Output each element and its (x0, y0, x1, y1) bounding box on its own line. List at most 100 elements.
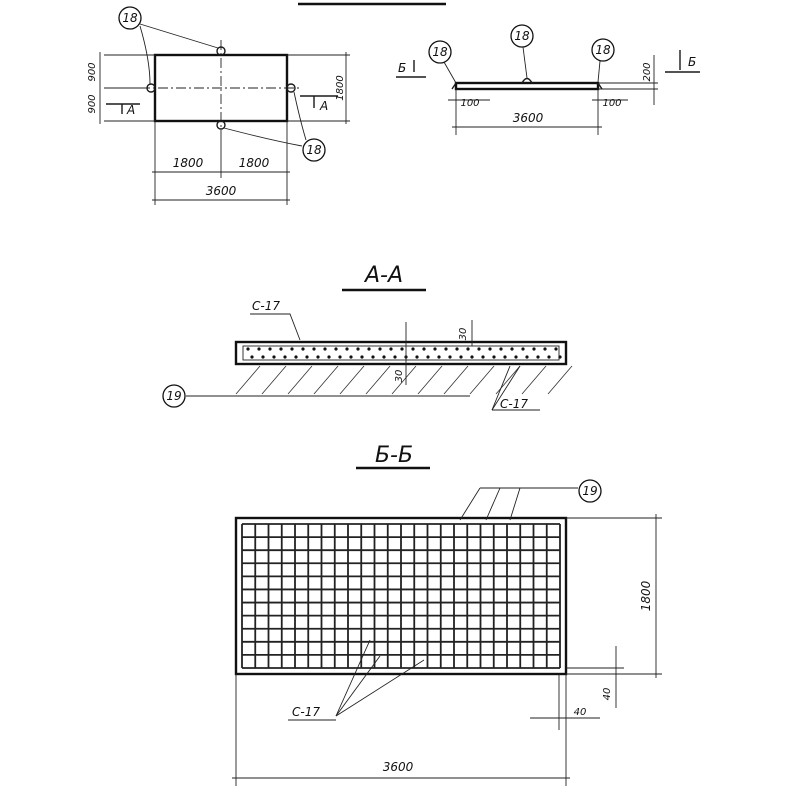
callout-18-elev-right: 18 (591, 38, 615, 62)
leader (459, 487, 481, 521)
hatch-line (443, 365, 469, 395)
callout-number: 19 (582, 484, 597, 498)
hatch-line (339, 365, 365, 395)
callout-number: 18 (514, 29, 530, 43)
rebar-dot (272, 355, 276, 359)
dim-1800-bb: 1800 (639, 580, 653, 611)
rebar-dot (488, 347, 492, 351)
leader (522, 46, 528, 79)
callout-number: 18 (306, 143, 322, 157)
leader-18-top-b (139, 25, 151, 85)
rebar-dot (378, 347, 382, 351)
dim-900-top: 900 (87, 62, 98, 81)
leader (597, 60, 601, 83)
rebar-dot (525, 355, 529, 359)
leader (335, 655, 381, 717)
dim-3600-elev: 3600 (513, 111, 544, 125)
rebar-dot (338, 355, 342, 359)
leader (335, 659, 425, 717)
section-bb-slab (234, 516, 568, 676)
rebar-dot (290, 347, 294, 351)
lifting-loop-left (146, 83, 156, 93)
callout-number: 18 (432, 45, 448, 59)
dim-40-vertical: 40 (602, 688, 613, 701)
dim-40-horizontal: 40 (574, 707, 587, 718)
leader-18-bottom-b (293, 91, 307, 141)
rebar-dot (327, 355, 331, 359)
rebar-dot (371, 355, 375, 359)
dim-1800-right: 1800 (335, 75, 346, 100)
rebar-dot (543, 347, 547, 351)
lifting-loop-bottom (216, 120, 226, 130)
rebar-dot (312, 347, 316, 351)
callout-18-elev-left: 18 (428, 40, 452, 64)
dim-100-left: 100 (460, 98, 479, 109)
rebar-dot (268, 347, 272, 351)
rebar-dot (481, 355, 485, 359)
rebar-dot (305, 355, 309, 359)
hatch-line (547, 365, 573, 395)
hatch-line (235, 365, 261, 395)
hatch-line (391, 365, 417, 395)
rebar-dot (246, 347, 250, 351)
rebar-dot (437, 355, 441, 359)
callout-18-elev-center: 18 (510, 24, 534, 48)
callout-18-plan-top: 18 (118, 6, 142, 30)
rebar-dot (448, 355, 452, 359)
rebar-dot (514, 355, 518, 359)
rebar-dot (415, 355, 419, 359)
callout-19-aa: 19 (162, 384, 186, 408)
rebar-dot (547, 355, 551, 359)
dim-30-mid: 30 (394, 370, 405, 383)
rebar-dot (455, 347, 459, 351)
section-a-mark-left: A (126, 103, 135, 117)
loop-right (597, 82, 603, 90)
rebar-dot (349, 355, 353, 359)
section-aa: А-А 30 30 С-17 19 С-17 (162, 263, 573, 411)
leader (250, 313, 301, 341)
leader-18-bottom-a (223, 127, 303, 147)
lifting-loop-top (216, 46, 226, 56)
dim-30-top: 30 (458, 328, 469, 341)
rebar-dot (316, 355, 320, 359)
rebar-dot (301, 347, 305, 351)
hatch-line (313, 365, 339, 395)
rebar-dot (400, 347, 404, 351)
hatch-line (261, 365, 287, 395)
section-b-mark-right: Б (688, 55, 696, 69)
section-aa-title: А-А (363, 263, 403, 288)
dim-3600-bb: 3600 (383, 760, 414, 774)
rebar-dot (426, 355, 430, 359)
section-aa-rebar-dots (246, 347, 562, 359)
rebar-dot (554, 347, 558, 351)
loop-center (521, 77, 533, 84)
rebar-dot (356, 347, 360, 351)
callout-18-plan-bottom: 18 (302, 138, 326, 162)
dim-1800-left: 1800 (173, 156, 204, 170)
leader-18-top-a (139, 23, 219, 49)
leader (491, 365, 521, 411)
rebar-dot (279, 347, 283, 351)
label-c17-bb: С-17 (292, 705, 320, 719)
rebar-dot (459, 355, 463, 359)
rebar-dot (389, 347, 393, 351)
elevation-slab (454, 81, 600, 91)
rebar-dot (521, 347, 525, 351)
section-a-mark-right: A (319, 99, 328, 113)
rebar-dot (433, 347, 437, 351)
rebar-dot (345, 347, 349, 351)
section-bb-mesh (241, 523, 561, 669)
callout-number: 18 (122, 11, 138, 25)
callout-number: 19 (166, 389, 181, 403)
section-bb-title: Б-Б (375, 443, 413, 468)
section-b-mark-left: Б (398, 61, 406, 75)
rebar-dot (323, 347, 327, 351)
dim-900-bottom: 900 (87, 94, 98, 113)
dim-200: 200 (642, 62, 653, 81)
leader (485, 487, 501, 521)
callout-number: 18 (595, 43, 611, 57)
rebar-dot (283, 355, 287, 359)
rebar-dot (558, 355, 562, 359)
leader (335, 639, 371, 717)
leader (443, 61, 457, 84)
